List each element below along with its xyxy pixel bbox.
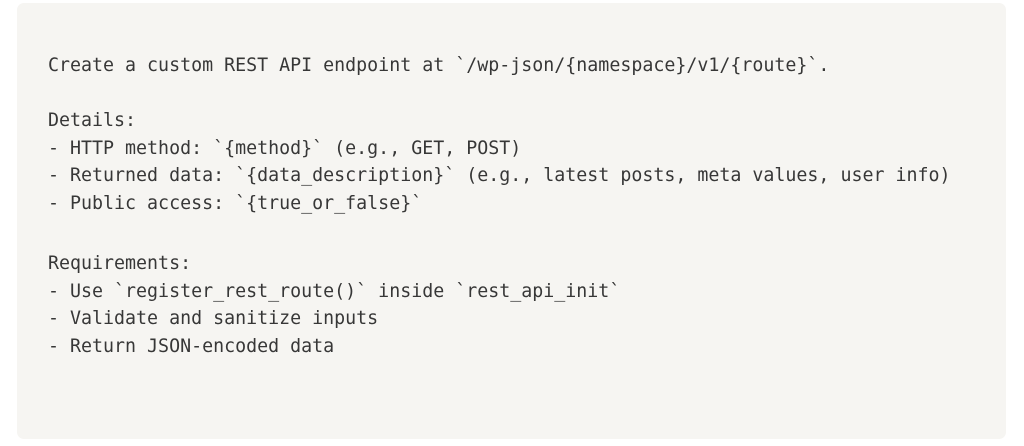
code-line-blank	[48, 218, 963, 246]
code-line-returned-data: - Returned data: `{data_description}` (e…	[48, 165, 951, 187]
code-line-details-heading: Details:	[48, 110, 137, 132]
code-line-validate: - Validate and sanitize inputs	[48, 308, 379, 330]
code-line-blank	[48, 80, 963, 108]
code-line-public-access: - Public access: `{true_or_false}`	[48, 192, 423, 214]
code-text: Create a custom REST API endpoint at `/w…	[48, 52, 963, 361]
code-block: Create a custom REST API endpoint at `/w…	[17, 3, 1006, 439]
code-line-register-route: - Use `register_rest_route()` inside `re…	[48, 280, 621, 302]
code-line-http-method: - HTTP method: `{method}` (e.g., GET, PO…	[48, 137, 522, 159]
code-line-requirements-heading: Requirements:	[48, 253, 192, 275]
code-line-return-json: - Return JSON-encoded data	[48, 335, 335, 357]
code-line-intro: Create a custom REST API endpoint at `/w…	[48, 55, 830, 76]
